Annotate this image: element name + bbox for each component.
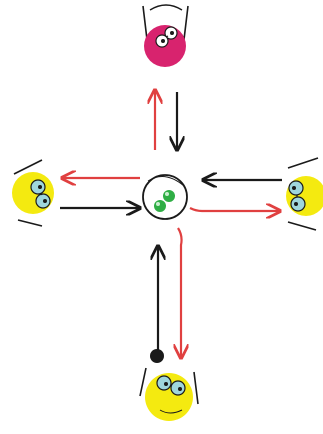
connections-layer [60, 90, 282, 358]
figure-top [142, 4, 189, 67]
glasses-pupil [294, 202, 298, 206]
figure-right-arms [287, 157, 319, 231]
figure-bottom-smile [159, 409, 183, 414]
arrow-center-to-right [189, 208, 280, 211]
yellow-face-icon [12, 172, 54, 214]
green-dot-highlight [165, 192, 169, 196]
glasses-pupil [178, 387, 182, 391]
black-dot-icon [150, 349, 164, 363]
glasses-pupil [170, 31, 174, 35]
glasses-pupil [164, 382, 168, 386]
center-node [142, 174, 188, 220]
glasses-pupil [292, 186, 296, 190]
figure-bottom-arms [139, 367, 199, 405]
green-dot-icon [163, 190, 175, 202]
glasses-lens-icon [156, 375, 172, 391]
glasses-bridge [40, 192, 43, 196]
glasses-pupil [38, 185, 42, 189]
glasses-pupil [43, 199, 47, 203]
center-circle-sketch [147, 176, 185, 187]
arrow-center-to-bottom [178, 227, 182, 358]
figure-left-arms [13, 159, 43, 227]
figure-bottom [139, 349, 199, 421]
green-dot-icon [154, 200, 166, 212]
figure-left [12, 159, 54, 227]
green-dot-highlight [156, 202, 160, 206]
figure-right [286, 157, 323, 231]
glasses-lens-icon [170, 380, 186, 396]
figure-top-hair [149, 4, 183, 11]
glasses-pupil [161, 39, 165, 43]
glasses-bridge [165, 35, 169, 38]
